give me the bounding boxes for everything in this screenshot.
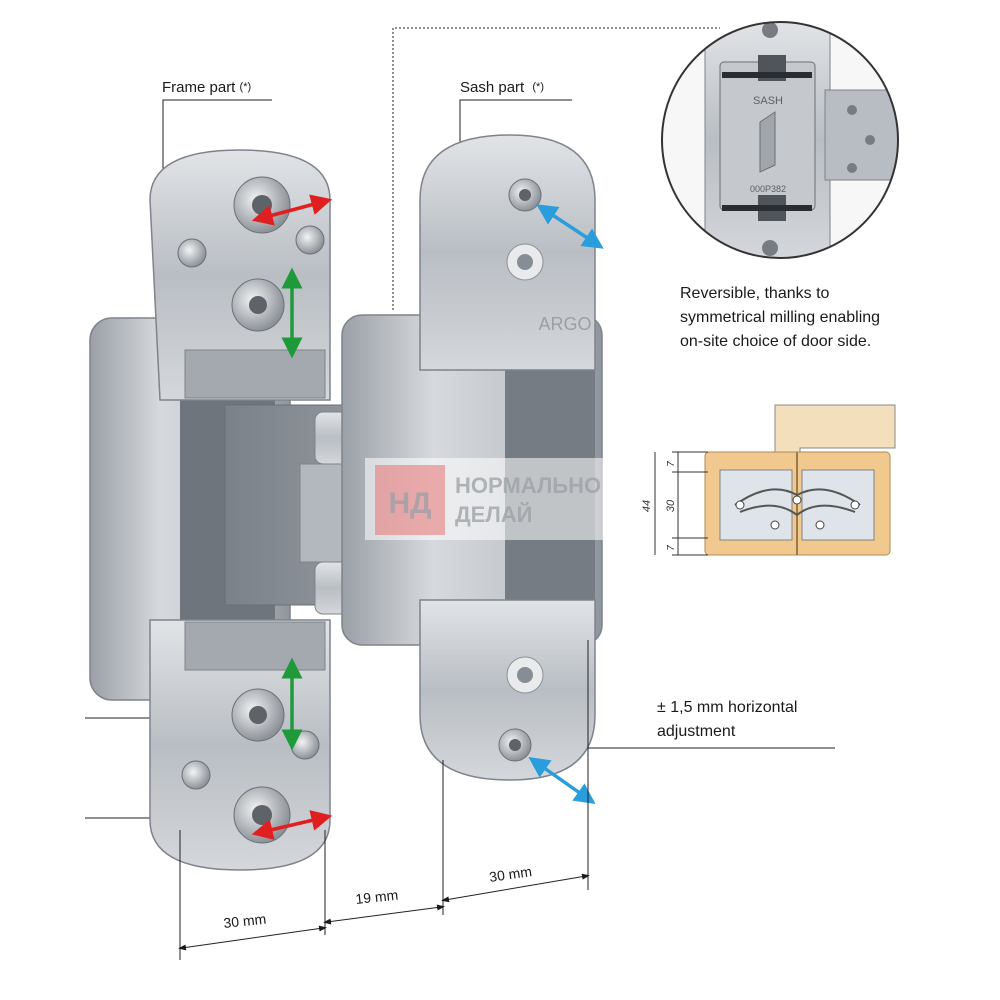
watermark-line2: ДЕЛАЙ — [455, 502, 532, 527]
dim-sash-width — [441, 873, 590, 903]
adjustment-arrows — [251, 194, 604, 840]
section-total: 44 — [641, 500, 653, 512]
detail-magnifier: SASH 000P382 — [661, 21, 899, 259]
sash-width-label: 30 mm — [488, 863, 533, 885]
red-arrow-bottom — [251, 810, 333, 840]
dim-frame-width — [178, 925, 327, 951]
sash-part: ARGO — [341, 134, 603, 781]
blue-arrow-bottom — [528, 756, 596, 805]
watermark-line1: НОРМАЛЬНО — [455, 473, 601, 498]
frame-part-text: Frame part — [162, 79, 236, 96]
reversible-note: Reversible, thanks to symmetrical millin… — [680, 285, 881, 350]
sash-part-text: Sash part — [460, 79, 525, 96]
section-middle: 30 — [665, 499, 677, 512]
plate-text: SASH — [753, 95, 783, 107]
gap-label: 19 mm — [355, 887, 399, 907]
cross-section: 44 30 7 7 — [641, 404, 896, 556]
dim-gap — [323, 904, 445, 925]
red-arrow-top — [251, 194, 333, 226]
frame-part-mark: (*) — [239, 81, 252, 93]
plate-code: 000P382 — [750, 184, 786, 194]
frame-part-label: Frame part (*) — [162, 78, 251, 97]
frame-width-label: 30 mm — [223, 911, 267, 931]
watermark: НД НОРМАЛЬНО ДЕЛАЙ — [365, 458, 627, 540]
section-bottom: 7 — [666, 545, 677, 551]
detail-leader — [392, 27, 720, 310]
watermark-logo: НД — [388, 487, 431, 520]
section-top: 7 — [666, 461, 677, 467]
sash-part-label: Sash part (*) — [460, 78, 544, 97]
blue-arrow-top — [536, 204, 604, 249]
sash-embossed-text: ARGO — [538, 314, 591, 334]
dimension-lines — [178, 640, 590, 960]
adjustment-note: ± 1,5 mm horizontal adjustment — [657, 699, 798, 740]
sash-part-mark: (*) — [532, 81, 544, 93]
